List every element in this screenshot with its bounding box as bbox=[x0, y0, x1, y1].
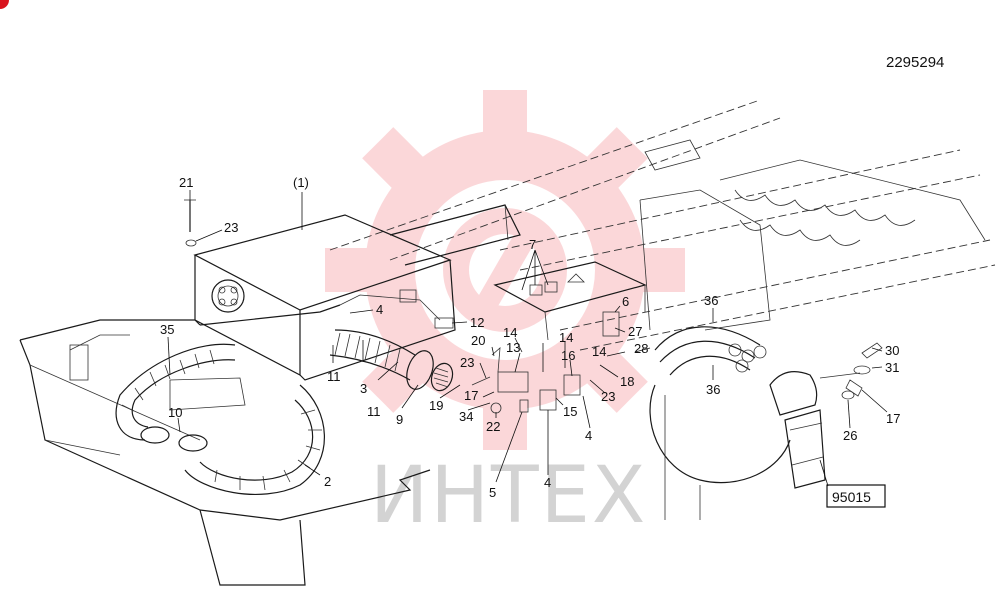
callout-16: 16 bbox=[561, 348, 575, 363]
callout-10: 10 bbox=[168, 405, 182, 420]
callout-28: 28 bbox=[634, 341, 648, 356]
callout-23: 23 bbox=[601, 389, 615, 404]
leader-lines bbox=[167, 190, 888, 487]
callout-34: 34 bbox=[459, 409, 473, 424]
callout-27: 27 bbox=[628, 324, 642, 339]
callout-13: 13 bbox=[506, 340, 520, 355]
callout-20: 20 bbox=[471, 333, 485, 348]
callout-11: 11 bbox=[327, 369, 341, 384]
callout-36: 36 bbox=[704, 293, 718, 308]
callout-14: 14 bbox=[559, 330, 573, 345]
callout-36: 36 bbox=[706, 382, 720, 397]
callout-labels: 21 23 (1) 4 12 35 7 6 27 36 36 14 14 14 … bbox=[160, 175, 900, 500]
watermark-logo bbox=[325, 90, 685, 450]
callout-7: 7 bbox=[529, 237, 536, 252]
callout-9: 9 bbox=[396, 412, 403, 427]
callout-15: 15 bbox=[563, 404, 577, 419]
kit-box bbox=[826, 484, 886, 508]
floor-hoses bbox=[115, 343, 325, 496]
truck-frame-outline bbox=[329, 99, 996, 351]
callout-11: 11 bbox=[367, 404, 381, 419]
callout-23: 23 bbox=[224, 220, 238, 235]
callout-4: 4 bbox=[376, 302, 383, 317]
callout-31: 31 bbox=[885, 360, 899, 375]
callout-14: 14 bbox=[592, 344, 606, 359]
callout-12: 12 bbox=[470, 315, 484, 330]
callout-21: 21 bbox=[179, 175, 193, 190]
heater-unit bbox=[193, 204, 521, 381]
watermark-text: ИНТЕХ bbox=[370, 451, 647, 541]
callout-26: 26 bbox=[843, 428, 857, 443]
callout-22: 22 bbox=[486, 419, 500, 434]
air-duct bbox=[329, 329, 454, 392]
callout-1: (1) bbox=[293, 175, 309, 190]
callout-4: 4 bbox=[544, 475, 551, 490]
cab-floor-outline bbox=[19, 304, 431, 586]
callout-6: 6 bbox=[622, 294, 629, 309]
callout-4: 4 bbox=[585, 428, 592, 443]
callout-35: 35 bbox=[160, 322, 174, 337]
callout-5: 5 bbox=[489, 485, 496, 500]
callout-17: 17 bbox=[464, 388, 478, 403]
callout-18: 18 bbox=[620, 374, 634, 389]
callout-17: 17 bbox=[886, 411, 900, 426]
corner-mark bbox=[0, 0, 9, 9]
callout-19: 19 bbox=[429, 398, 443, 413]
callout-30: 30 bbox=[885, 343, 899, 358]
kit-number: 95015 bbox=[832, 489, 871, 505]
callout-23: 23 bbox=[460, 355, 474, 370]
coolant-filter bbox=[769, 342, 883, 489]
callout-14: 14 bbox=[503, 325, 517, 340]
coolant-hoses bbox=[649, 326, 791, 520]
callout-2: 2 bbox=[324, 474, 331, 489]
drawing-number: 2295294 bbox=[886, 54, 944, 71]
callout-3: 3 bbox=[360, 381, 367, 396]
control-panel bbox=[493, 261, 647, 341]
